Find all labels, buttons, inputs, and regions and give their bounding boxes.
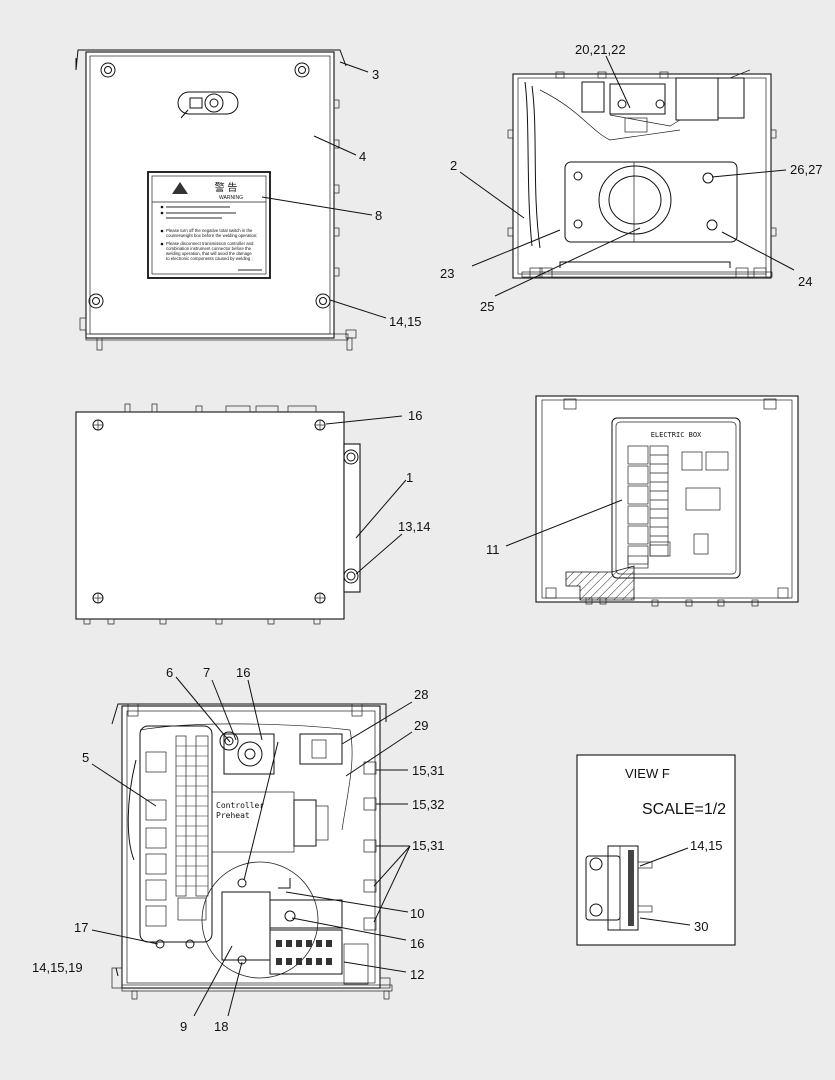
callout-23: 23 [440,266,454,281]
side-view: 16 1 13,14 [75,403,431,625]
callout-16c: 16 [410,936,424,951]
callout-24: 24 [798,274,812,289]
callout-28: 28 [414,687,428,702]
bolt-icon [88,62,331,309]
electric-box-view: ELECTRIC BOX [486,395,799,607]
callout-9: 9 [180,1019,187,1034]
warning-line-3: Please disconnect transmission controlle… [166,241,254,246]
callout-15-31-b: 15,31 [412,838,445,853]
callout-3: 3 [372,67,379,82]
relay-column [627,445,649,565]
warning-line-2: counterweight box before the welding ope… [166,233,258,238]
callout-18: 18 [214,1019,228,1034]
callout-11: 11 [486,542,500,557]
callout-6: 6 [166,665,173,680]
callout-14-15: 14,15 [389,314,422,329]
bolt-icon [545,398,789,599]
callout-25: 25 [480,299,494,314]
callout-13-14: 13,14 [398,519,431,534]
open-interior-view: Controller Preheat [32,665,445,1034]
callout-2: 2 [450,158,457,173]
relay-column [145,751,167,927]
callout-17: 17 [74,920,88,935]
electric-box-title: ELECTRIC BOX [651,431,702,439]
callout-8: 8 [375,208,382,223]
callout-16b: 16 [236,665,250,680]
callout-1: 1 [406,470,413,485]
callout-30: 30 [694,919,708,934]
warning-line-4: combination instrument connector before … [166,246,252,251]
callout-10: 10 [410,906,424,921]
callout-26-27: 26,27 [790,162,823,177]
rear-interior-view: 20,21,22 2 26,27 23 24 25 [440,42,823,314]
bolt-icon [529,267,767,279]
callout-15-31-a: 15,31 [412,763,445,778]
callout-5: 5 [82,750,89,765]
callout-12: 12 [410,967,424,982]
warning-title-en: WARNING [219,195,243,201]
callout-29: 29 [414,718,428,733]
bolt-icon [92,419,326,604]
preheat-label: Preheat [216,811,250,820]
view-f-scale: SCALE=1/2 [642,801,726,818]
front-view: 警 告 WARNING Please turn off the negative… [75,49,422,351]
warning-line-6: to electronic components caused by weldi… [166,256,253,261]
view-f-detail: VIEW F SCALE=1/2 14,15 30 [576,754,736,946]
lock-icon [177,91,239,119]
warning-line-5: welding operation, that will avoid the d… [166,251,252,256]
callout-14-15-view-f: 14,15 [690,838,723,853]
callout-4: 4 [359,149,366,164]
callout-16: 16 [408,408,422,423]
callout-14-15-19: 14,15,19 [32,960,83,975]
view-f-title: VIEW F [625,766,670,781]
callout-15-32: 15,32 [412,797,445,812]
warning-label: 警 告 WARNING Please turn off the negative… [147,171,271,279]
warning-title-cn: 警 告 [215,181,238,194]
callout-20-21-22: 20,21,22 [575,42,626,57]
warning-line-1: Please turn off the negative total switc… [166,228,253,233]
callout-7: 7 [203,665,210,680]
controller-label: Controller [216,801,264,810]
